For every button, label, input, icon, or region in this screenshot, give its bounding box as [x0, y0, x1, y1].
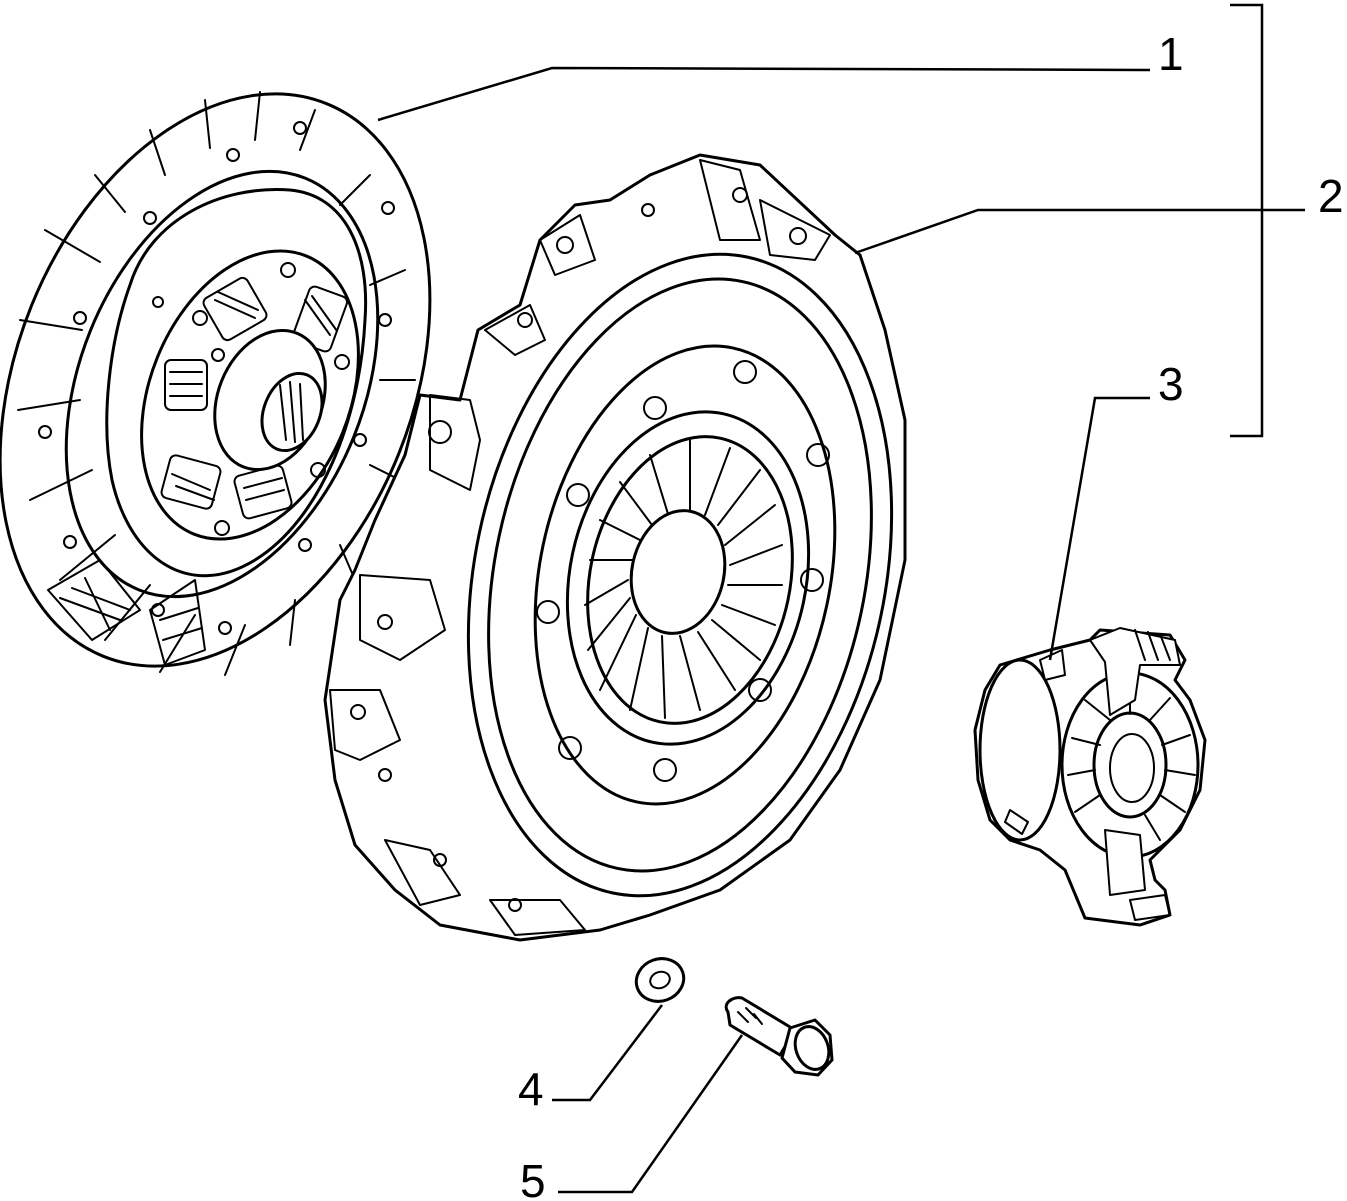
bolt-icon — [724, 996, 834, 1077]
release-bearing-icon — [973, 627, 1207, 927]
callout-5: 5 — [520, 1155, 546, 1201]
pressure-plate-icon — [323, 153, 907, 942]
callout-3: 3 — [1158, 358, 1184, 410]
group-bracket — [1230, 3, 1264, 438]
callout-2: 2 — [1318, 170, 1344, 222]
callout-1: 1 — [1158, 28, 1184, 80]
washer-icon — [634, 957, 686, 1003]
leader-lines — [377, 66, 1305, 1194]
clutch-disc-icon — [0, 91, 432, 676]
callout-4: 4 — [518, 1063, 544, 1115]
